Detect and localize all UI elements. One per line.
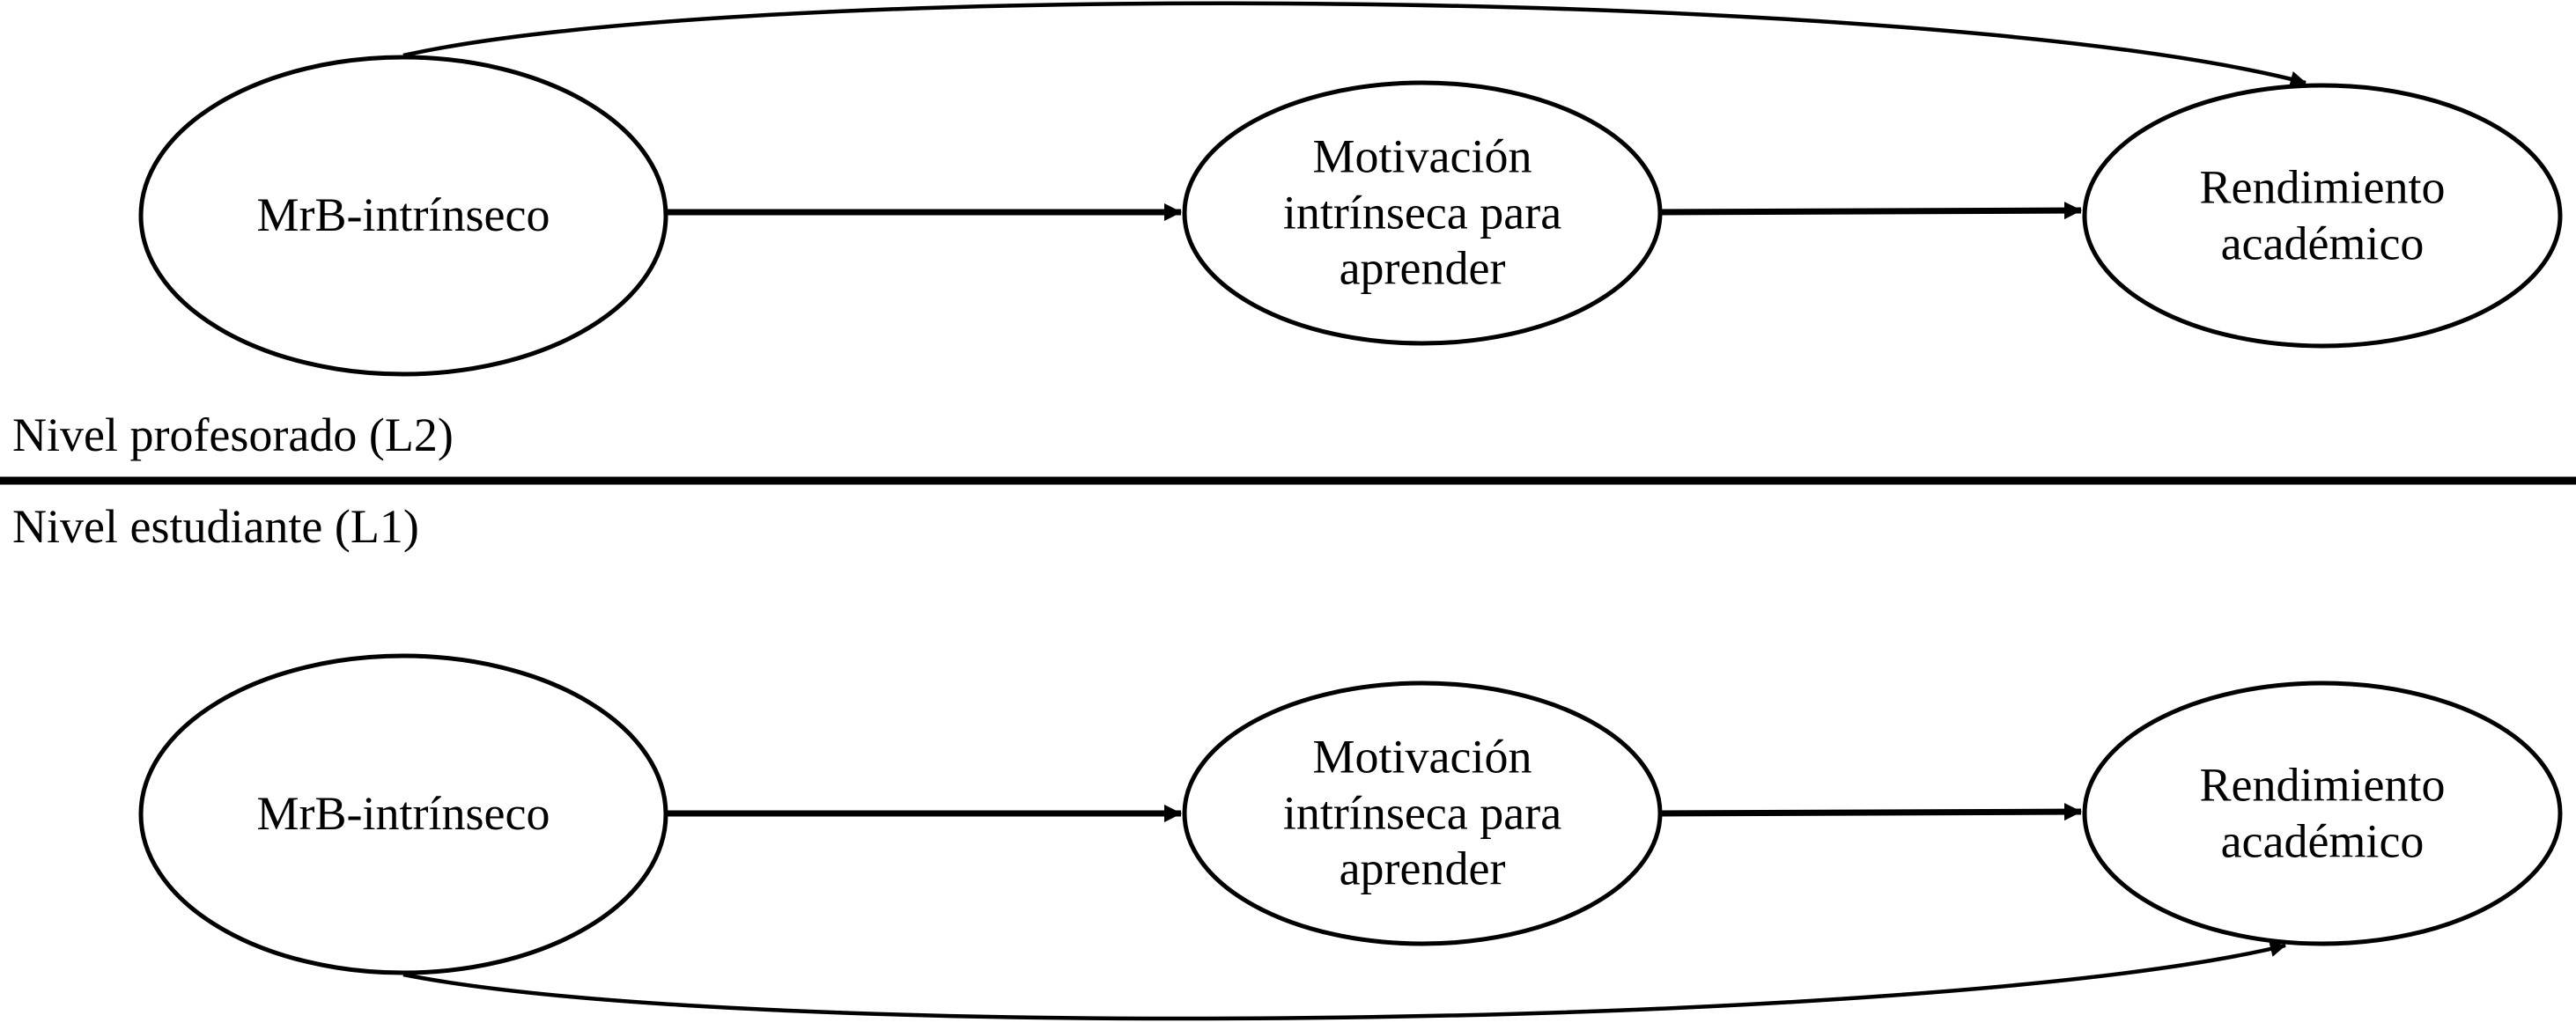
arrow-l2-motivacion-to-rendimiento [1659, 202, 2082, 220]
ellipse-l2-motivacion-intrinseca [1182, 80, 1663, 346]
label-l1-rendimiento-academico: Rendimiento académico [2199, 758, 2446, 867]
label-l1-mrb-intrinseco: MrB-intrínseco [256, 787, 550, 841]
curved-arrow-l2-mrb-to-rendimiento [402, 1, 2307, 87]
label-l2-rendimiento-academico: Rendimiento académico [2199, 160, 2446, 269]
ellipse-l1-rendimiento-academico [2082, 681, 2563, 946]
label-l2-mrb-intrinseco: MrB-intrínseco [256, 188, 550, 242]
ellipse-l1-mrb-intrinseco [138, 653, 668, 975]
label-l1-motivacion-intrinseca: Motivación intrínseca para aprender [1282, 730, 1562, 895]
ellipse-l2-rendimiento-academico [2082, 83, 2563, 349]
curved-arrow-l1-mrb-to-rendimiento [402, 941, 2286, 1021]
label-l2-motivacion-intrinseca: Motivación intrínseca para aprender [1282, 129, 1562, 295]
arrow-l1-motivacion-to-rendimiento [1659, 803, 2082, 821]
ellipse-l2-mrb-intrinseco [138, 55, 668, 377]
level-label-l1: Nivel estudiante (L1) [12, 500, 419, 553]
level-label-l2: Nivel profesorado (L2) [12, 408, 454, 461]
